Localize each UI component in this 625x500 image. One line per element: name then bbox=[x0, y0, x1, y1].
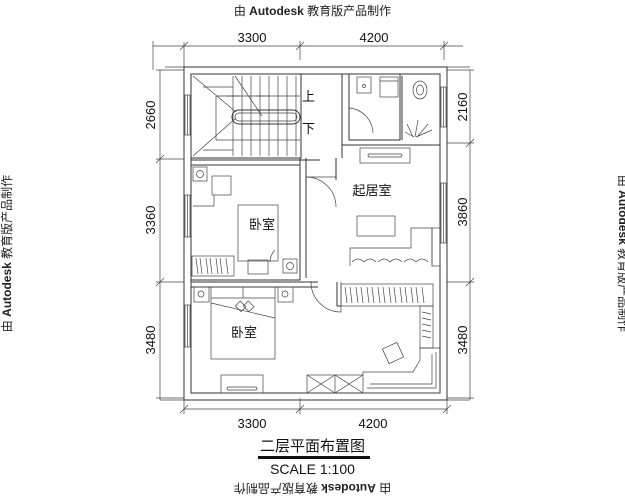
bathroom bbox=[341, 74, 440, 164]
stairs-down-label: 下 bbox=[302, 122, 315, 137]
windows-right bbox=[440, 86, 447, 244]
dim-top-2: 4200 bbox=[360, 30, 389, 45]
drawing-scale: SCALE 1:100 bbox=[270, 461, 355, 477]
dim-right-3: 3480 bbox=[455, 326, 470, 355]
tv-cabinet-icon bbox=[356, 215, 396, 237]
dimension-top: 3300 4200 bbox=[152, 30, 470, 70]
room-label-bedroom-lower: 卧室 bbox=[231, 325, 257, 341]
dim-right-2: 3860 bbox=[455, 198, 470, 227]
watermark-top: 由 Autodesk 教育版产品制作 bbox=[233, 4, 392, 18]
room-label-living-room: 起居室 bbox=[352, 183, 391, 199]
armchair-icon bbox=[381, 341, 405, 365]
windows-left bbox=[184, 94, 191, 348]
dimension-bottom: 3300 4200 bbox=[160, 398, 470, 431]
stairs-up-label: 上 bbox=[302, 90, 315, 105]
room-label-bedroom-upper: 卧室 bbox=[249, 217, 275, 233]
drawing-title: 二层平面布置图 bbox=[259, 437, 365, 455]
sink-icon bbox=[356, 76, 372, 94]
dim-left-1: 2660 bbox=[143, 101, 158, 130]
dim-top-1: 3300 bbox=[238, 30, 267, 45]
stairwell: 上 下 bbox=[190, 73, 315, 159]
desk-chair-icon bbox=[211, 175, 232, 196]
dim-bottom-1: 3300 bbox=[238, 416, 267, 431]
dim-bottom-2: 4200 bbox=[359, 416, 388, 431]
wardrobe-icon bbox=[191, 255, 235, 277]
dim-left-2: 3360 bbox=[143, 206, 158, 235]
bed-icon bbox=[237, 204, 279, 262]
dresser-icon bbox=[220, 374, 264, 394]
bathroom-door-swing bbox=[348, 107, 374, 134]
bedroom-upper-door-swing bbox=[305, 176, 337, 208]
dim-left-3: 3480 bbox=[143, 326, 158, 355]
walk-in-closet bbox=[336, 282, 440, 394]
dimension-right: 2160 3860 3480 bbox=[447, 69, 475, 400]
bedroom-lower: 卧室 bbox=[191, 281, 364, 394]
bedroom-upper: 卧室 bbox=[191, 158, 337, 281]
exterior-walls bbox=[183, 66, 448, 401]
dimension-left: 2660 3360 3480 bbox=[143, 69, 184, 400]
washer-icon bbox=[379, 76, 399, 98]
title-underline bbox=[258, 456, 370, 459]
dim-right-1: 2160 bbox=[455, 93, 470, 122]
toilet-icon bbox=[412, 80, 428, 100]
bedroom-lower-door-swing bbox=[310, 281, 342, 313]
living-room: 起居室 bbox=[335, 145, 441, 267]
